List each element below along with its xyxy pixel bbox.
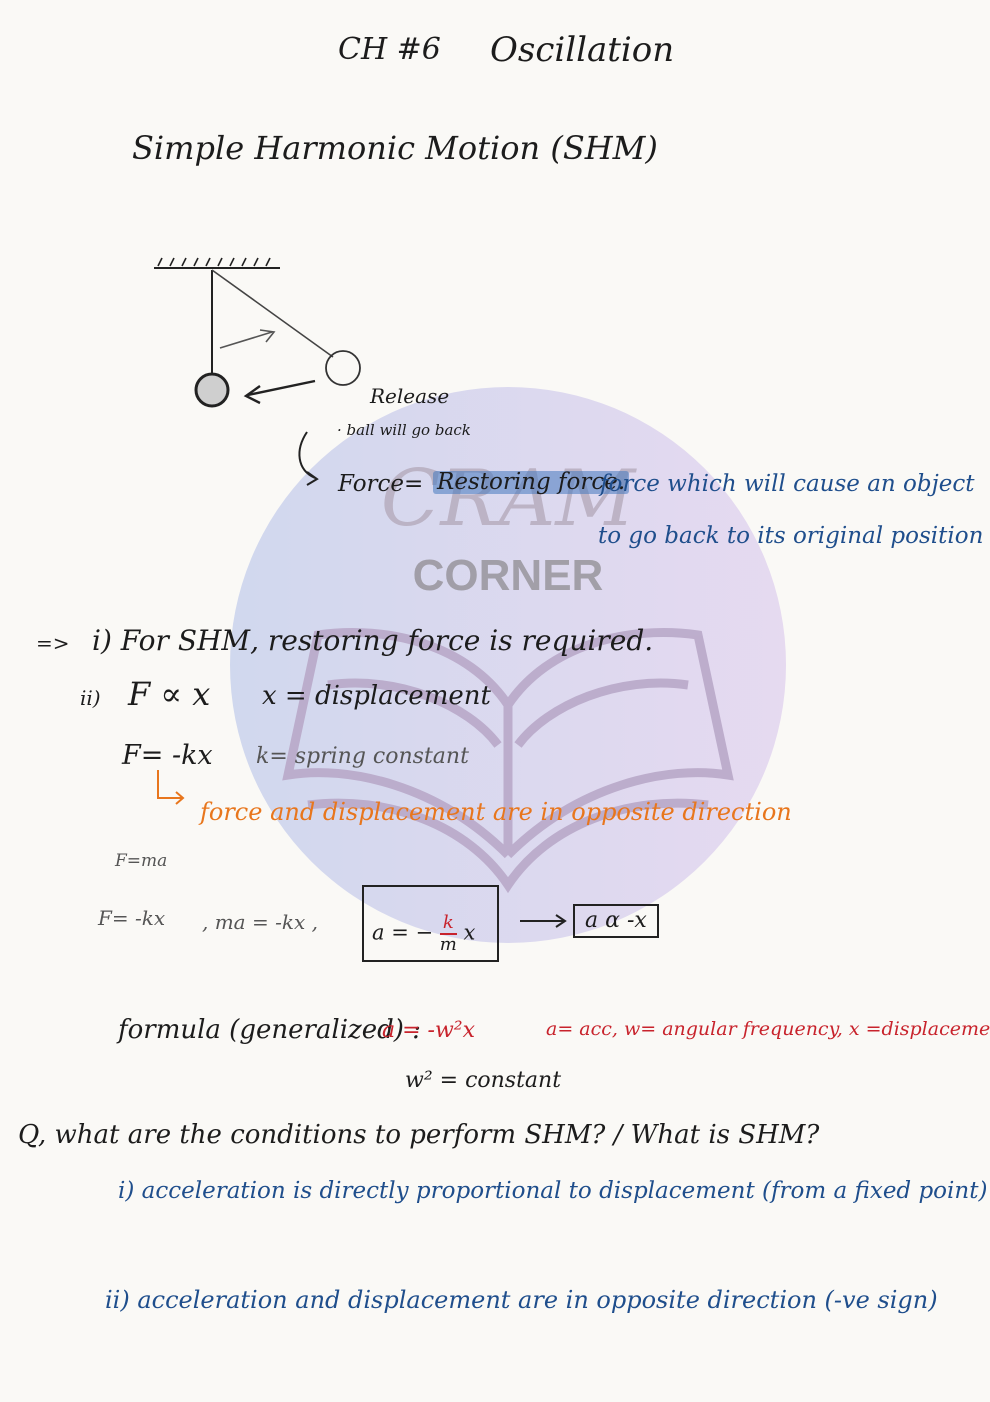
section-heading: Simple Harmonic Motion (SHM) xyxy=(132,129,658,167)
chapter-label: CH #6 xyxy=(338,32,441,67)
ma-equals-kx: , ma = -kx , xyxy=(202,910,318,934)
orange-hook-arrow-icon xyxy=(157,770,185,805)
opposite-direction-note: force and displacement are in opposite d… xyxy=(200,798,792,826)
hook-arrow-icon xyxy=(298,431,319,486)
formula-definitions: a= acc, w= angular frequency, x =displac… xyxy=(546,1018,990,1040)
condition-1: i) acceleration is directly proportional… xyxy=(118,1178,988,1204)
pendulum-diagram xyxy=(154,257,361,408)
fraction-numerator: k xyxy=(439,913,457,935)
question: Q, what are the conditions to perform SH… xyxy=(18,1120,820,1150)
chapter-title: Oscillation xyxy=(490,30,675,70)
release-label: Release xyxy=(370,384,450,408)
fraction-denominator: m xyxy=(439,933,457,955)
point-2-number: ii) xyxy=(80,686,101,710)
arrow-left-icon xyxy=(243,385,261,405)
omega-constant: w² = constant xyxy=(405,1068,562,1093)
newton-second-law: F=ma xyxy=(115,851,168,871)
implies-arrow: => xyxy=(36,631,70,655)
acc-eq-x: x xyxy=(463,920,476,945)
displaced-bob xyxy=(325,350,361,386)
force-word: Force xyxy=(338,471,405,497)
force-equals: = xyxy=(404,471,424,497)
definition-line-2: to go back to its original position xyxy=(598,523,984,549)
force-kx: F= -kx xyxy=(98,906,166,930)
definition-line-1: force which will cause an object xyxy=(600,471,975,497)
restoring-force-highlight: Restoring force. xyxy=(433,471,630,494)
pendulum-bob xyxy=(194,372,230,408)
watermark-word-corner: CORNER xyxy=(413,551,604,600)
long-arrow-right-icon xyxy=(520,914,567,928)
condition-2: ii) acceleration and displacement are in… xyxy=(105,1286,938,1314)
acc-eq-left: a = − xyxy=(372,920,434,945)
displacement-definition: x = displacement xyxy=(262,681,491,711)
shm-formula: a = -w²x xyxy=(382,1018,476,1043)
ball-note: · ball will go back xyxy=(337,421,471,439)
proportional-relation: F ∝ x xyxy=(128,675,211,713)
formula-label: formula (generalized) : xyxy=(118,1015,421,1045)
spring-constant-definition: k= spring constant xyxy=(256,744,469,769)
acceleration-proportional-box: a α -x xyxy=(573,904,659,938)
point-1: i) For SHM, restoring force is required. xyxy=(92,624,654,657)
hookes-law: F= -kx xyxy=(122,740,213,771)
